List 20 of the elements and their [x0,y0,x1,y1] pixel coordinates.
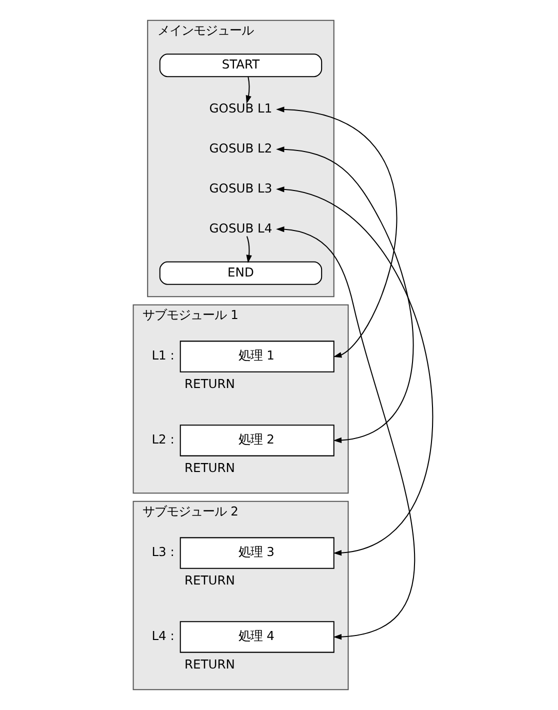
node-label: RETURN [184,657,235,672]
arrow [276,146,414,444]
arrow [246,76,252,104]
node-text: GOSUB L4 [209,221,272,236]
node-label: L1 : [152,348,174,363]
node-box: END [159,261,322,285]
node-label: RETURN [184,376,235,391]
arrow [246,236,252,264]
arrow [276,226,415,640]
node-label: L3 : [152,545,174,560]
node-text: GOSUB L2 [209,141,272,156]
node-text: GOSUB L3 [209,181,272,196]
node-label: RETURN [184,573,235,588]
node-label: L2 : [152,432,174,447]
node-box: START [159,54,322,78]
node-label: RETURN [184,460,235,475]
arrow [276,186,434,556]
node-text: GOSUB L1 [209,102,272,116]
arrow [276,106,398,358]
node-label: L4 : [152,629,174,644]
